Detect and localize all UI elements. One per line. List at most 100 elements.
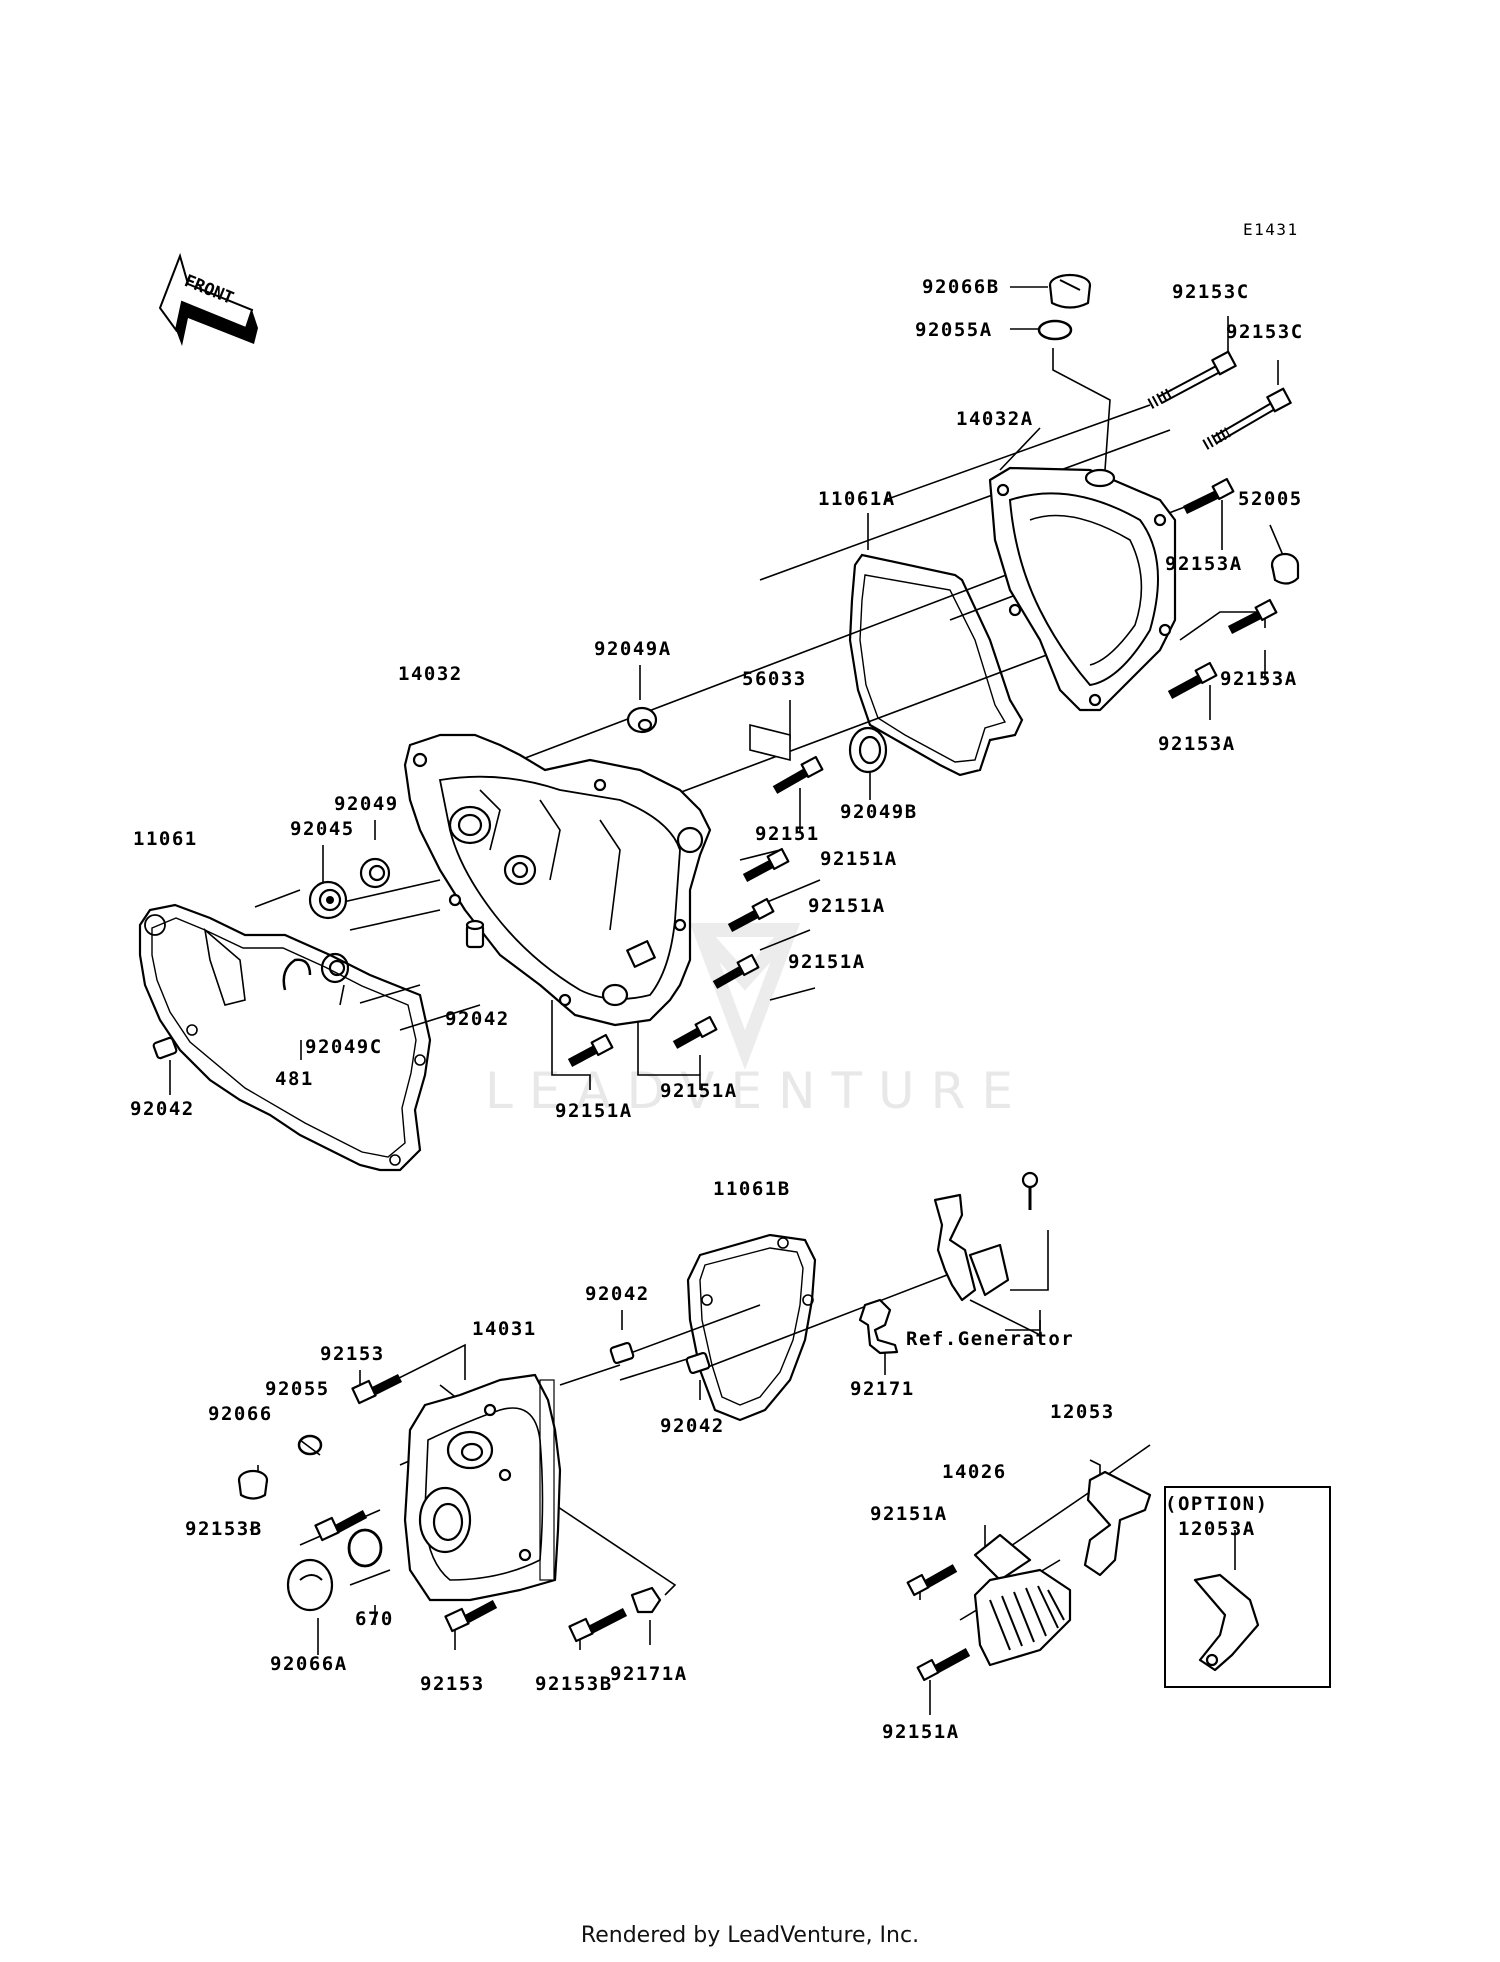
label-92151A-4: 92151A — [555, 1100, 633, 1122]
label-92042-4: 92042 — [660, 1415, 725, 1437]
label-92049: 92049 — [334, 793, 399, 815]
o-ring-92055A — [1037, 319, 1073, 341]
seal-92049A — [626, 706, 658, 734]
diagram-id: E1431 — [1243, 220, 1299, 239]
label-92153A-1: 92153A — [1165, 553, 1243, 575]
label-92042-2: 92042 — [130, 1098, 195, 1120]
watermark: LEADVENTURE — [485, 923, 1029, 1120]
label-92153B-2: 92153B — [535, 1673, 613, 1695]
render-credit: Rendered by LeadVenture, Inc. — [580, 1923, 920, 1948]
plate-12053 — [1083, 1470, 1152, 1577]
cover-14032A — [988, 466, 1177, 712]
label-92055A: 92055A — [915, 319, 993, 341]
watermark-text: LEADVENTURE — [485, 1062, 1029, 1120]
label-ref-generator: Ref.Generator — [906, 1328, 1074, 1350]
part-52005 — [1270, 552, 1300, 585]
o-ring-92055 — [297, 1434, 323, 1456]
label-92171: 92171 — [850, 1378, 915, 1400]
label-92151A-1: 92151A — [820, 848, 898, 870]
bolt-92153A-2 — [1227, 598, 1278, 635]
cover-14026 — [973, 1533, 1072, 1667]
leader-lines-lower — [249, 1230, 1236, 1715]
label-92055: 92055 — [265, 1378, 330, 1400]
label-92066: 92066 — [208, 1403, 273, 1425]
gasket-11061A-inner — [859, 574, 1007, 763]
front-arrow-icon: FRONT — [158, 252, 258, 346]
plug-92066B — [1048, 273, 1092, 309]
label-481: 481 — [275, 1068, 314, 1090]
label-11061: 11061 — [133, 828, 198, 850]
label-92153-1: 92153 — [320, 1343, 385, 1365]
dowel-92042-1 — [465, 919, 485, 949]
dowel-92042-4 — [685, 1351, 711, 1375]
bracket-92171A — [630, 1586, 662, 1614]
label-92153A-2: 92153A — [1220, 668, 1298, 690]
bolt-92153A-3 — [1167, 661, 1218, 699]
generator-bracket — [933, 1171, 1039, 1302]
gasket-11061A — [848, 553, 1024, 777]
label-92153C-2: 92153C — [1226, 321, 1304, 343]
label-92049B: 92049B — [840, 801, 918, 823]
bolt-92153-1 — [351, 1373, 403, 1405]
label-92042-1: 92042 — [445, 1008, 510, 1030]
bolt-92151A-5 — [672, 1015, 718, 1049]
bolt-92151A-1 — [742, 847, 790, 882]
bolt-92153C-2 — [1202, 387, 1292, 450]
bolt-92151A-7 — [916, 1648, 971, 1682]
label-56033: 56033 — [742, 668, 807, 690]
cover-14032 — [403, 733, 712, 1027]
o-ring-670 — [347, 1528, 383, 1568]
part-labels: E1431 92066B 92055A 92153C 92153C 14032A… — [130, 220, 1304, 1743]
bolt-92153B-2 — [568, 1607, 628, 1643]
label-92151A-5: 92151A — [660, 1080, 738, 1102]
bolt-92153A-1 — [1183, 477, 1235, 515]
label-92151A-2: 92151A — [808, 895, 886, 917]
label-92042-3: 92042 — [585, 1283, 650, 1305]
label-92045: 92045 — [290, 818, 355, 840]
label-56033 — [749, 723, 791, 762]
plug-92066 — [237, 1469, 269, 1500]
option-box — [1164, 1486, 1331, 1688]
label-14032: 14032 — [398, 663, 463, 685]
plug-92066A — [286, 1558, 334, 1612]
gasket-11061 — [138, 903, 432, 1172]
label-670: 670 — [355, 1608, 394, 1630]
label-92151A-3: 92151A — [788, 951, 866, 973]
bolt-92151A-6 — [906, 1564, 958, 1597]
bolt-92153C-1 — [1147, 350, 1237, 409]
bolt-92151A-4 — [567, 1033, 614, 1067]
dowel-92042-3 — [609, 1341, 635, 1365]
bolt-92151A-2 — [727, 897, 775, 932]
label-92171A: 92171A — [610, 1663, 688, 1685]
label-12053: 12053 — [1050, 1401, 1115, 1423]
cover-14031 — [403, 1373, 562, 1602]
label-92153-2: 92153 — [420, 1673, 485, 1695]
label-92153B-1: 92153B — [185, 1518, 263, 1540]
label-52005: 52005 — [1238, 488, 1303, 510]
bearing-92045 — [308, 880, 348, 920]
label-11061B: 11061B — [713, 1178, 791, 1200]
seal-92049B — [848, 726, 888, 774]
dowel-92042-2 — [152, 1036, 178, 1060]
seal-92049 — [359, 857, 391, 889]
bolt-92153-2 — [444, 1600, 498, 1633]
label-92049A: 92049A — [594, 638, 672, 660]
bolt-92151A-3 — [712, 953, 760, 989]
label-92066B: 92066B — [922, 276, 1000, 298]
label-12053A: 12053A — [1178, 1518, 1256, 1540]
label-11061A: 11061A — [818, 488, 896, 510]
label-92151: 92151 — [755, 823, 820, 845]
label-92153A-3: 92153A — [1158, 733, 1236, 755]
circlip-481 — [282, 958, 312, 991]
label-92153C-1: 92153C — [1172, 281, 1250, 303]
bracket-92171 — [858, 1298, 899, 1355]
label-92066A: 92066A — [270, 1653, 348, 1675]
label-14031: 14031 — [472, 1318, 537, 1340]
bolt-92153B-1 — [314, 1510, 368, 1542]
label-option: (OPTION) — [1165, 1493, 1269, 1515]
label-92151A-6: 92151A — [870, 1503, 948, 1525]
label-14032A: 14032A — [956, 408, 1034, 430]
label-92049C: 92049C — [305, 1036, 383, 1058]
bolt-92151 — [772, 755, 824, 794]
